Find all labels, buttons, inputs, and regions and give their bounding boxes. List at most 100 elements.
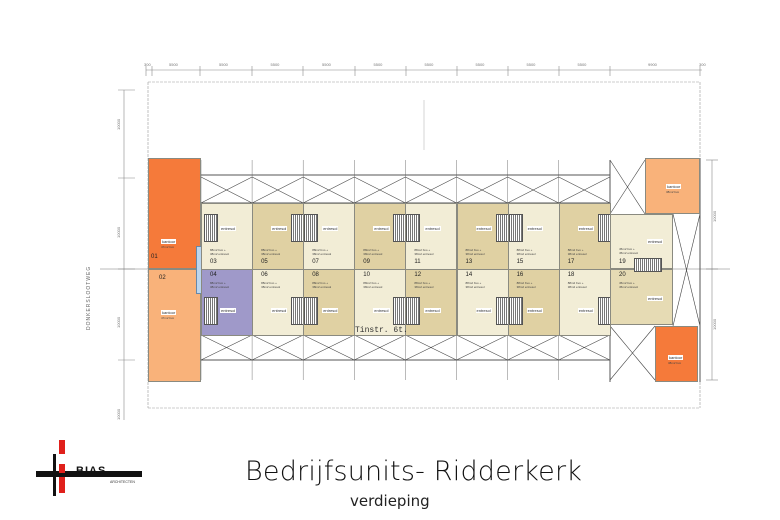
unit-number: 12 (414, 272, 422, 278)
dimension-label: 5500 (169, 62, 178, 67)
sheet-title: Bedrijfsunits- Ridderkerk (245, 456, 583, 487)
unit-number: 14 (465, 272, 473, 278)
unit-09: entresol 88m2 bvo + 38m2 entresol 09 (354, 203, 408, 270)
unit-12: entresol 88m2 bvo + 38m2 entresol 12 (405, 269, 458, 336)
logo-subtext: ARCHITECTEN (110, 480, 135, 484)
unit-06: entresol 88m2 bvo + 38m2 entresol 06 (252, 269, 306, 336)
office-02-number: 02 (159, 275, 166, 281)
unit-13: entresol 88m2 bvo + 38m2 entresol 13 (456, 203, 510, 270)
unit-label: entresol (424, 308, 441, 313)
unit-05: entresol 88m2 bvo + 38m2 entresol 05 (252, 203, 306, 270)
unit-16: entresol 88m2 bvo + 38m2 entresol 16 (507, 269, 560, 336)
stair-icon (304, 214, 319, 242)
bracing-x (456, 334, 508, 361)
unit-entresol-area: 38m2 entresol (516, 252, 536, 256)
unit-20-label: entresol (647, 296, 664, 301)
unit-label: entresol (271, 308, 288, 313)
unit-number: 15 (516, 259, 524, 265)
stair-icon (406, 214, 421, 242)
stair-icon (304, 297, 319, 325)
dimension-label: 10000 (116, 316, 121, 328)
bracing-x (456, 176, 508, 204)
unit-number: 18 (567, 272, 575, 278)
unit-area: 88m2 bvo + (363, 281, 380, 285)
unit-19-number: 19 (619, 259, 626, 265)
unit-area: 88m2 bvo + (312, 248, 328, 252)
dimension-label: 5500 (373, 62, 383, 67)
logo-text: BIAS (76, 465, 107, 477)
bracing-x (672, 213, 701, 327)
unit-19-label: entresol (647, 239, 664, 244)
office-01: kantoor 47m2 bvo 01 (148, 158, 201, 269)
bracing-x (507, 176, 559, 204)
unit-04: entresol 88m2 bvo + 38m2 entresol 04 (201, 269, 253, 336)
office-01-number: 01 (151, 254, 158, 260)
unit-label: entresol (220, 226, 237, 231)
dimension-label: 300 (699, 62, 706, 67)
dimension-label: 5500 (526, 62, 536, 67)
unit-entresol-area: 38m2 entresol (261, 252, 281, 256)
dimension-label: 5500 (219, 62, 228, 67)
unit-entresol-area: 38m2 entresol (363, 285, 383, 289)
unit-number: 13 (465, 259, 473, 265)
office-right-bottom-label: kantoor (668, 355, 684, 360)
sheet-subtitle: verdieping (350, 492, 430, 510)
dimension-label: 300 (144, 62, 151, 67)
unit-area: 88m2 bvo + (414, 248, 431, 252)
unit-number: 04 (210, 272, 217, 278)
office-02-label: kantoor (161, 310, 177, 315)
unit-number: 08 (312, 272, 319, 278)
bracing-x (200, 176, 253, 204)
unit-20-entresol-area: 45m2 entresol (619, 285, 639, 289)
stair-icon (508, 214, 523, 242)
unit-entresol-area: 38m2 entresol (465, 252, 485, 256)
unit-number: 17 (567, 259, 575, 265)
unit-area: 88m2 bvo + (567, 248, 584, 252)
unit-label: entresol (322, 308, 339, 313)
unit-area: 88m2 bvo + (210, 281, 226, 285)
unit-area: 88m2 bvo + (516, 248, 533, 252)
unit-label: entresol (220, 308, 237, 313)
bias-logo: BIAS ARCHITECTEN (36, 440, 146, 500)
office-right-top-label: kantoor (666, 184, 682, 189)
unit-entresol-area: 38m2 entresol (210, 252, 230, 256)
unit-number: 03 (210, 259, 217, 265)
unit-entresol-area: 38m2 entresol (567, 285, 587, 289)
unit-14: entresol 88m2 bvo + 38m2 entresol 14 (456, 269, 510, 336)
dimension-label: 5500 (270, 62, 280, 67)
unit-entresol-area: 38m2 entresol (312, 252, 332, 256)
bracing-x (558, 176, 610, 204)
unit-area: 88m2 bvo + (465, 281, 482, 285)
unit-entresol-area: 38m2 entresol (414, 252, 434, 256)
dimension-label: 10000 (116, 118, 121, 130)
office-right-bottom-area: 38m2 bvo (668, 361, 682, 365)
office-02-area: 47m2 bvo (161, 316, 175, 320)
unit-07: entresol 88m2 bvo + 38m2 entresol 07 (303, 203, 356, 270)
stair-icon (204, 214, 218, 242)
bracing-x (200, 334, 253, 361)
stair-icon (508, 297, 523, 325)
dimension-label: 9900 (648, 62, 657, 67)
dimension-label: 5500 (475, 62, 485, 67)
stair-icon (204, 297, 218, 325)
unit-label: entresol (373, 226, 390, 231)
unit-entresol-area: 38m2 entresol (363, 252, 383, 256)
unit-label: entresol (373, 308, 390, 313)
unit-20: 20 45m2 bvo + 45m2 entresol entresol (610, 269, 673, 325)
unit-number: 10 (363, 272, 370, 278)
office-01-area: 47m2 bvo (161, 245, 175, 249)
unit-03: entresol 88m2 bvo + 38m2 entresol 03 (201, 203, 253, 270)
unit-19-entresol-area: 45m2 entresol (619, 251, 639, 255)
unit-label: entresol (475, 308, 492, 313)
bracing-x (303, 334, 355, 361)
unit-area: 88m2 bvo + (516, 281, 533, 285)
unit-entresol-area: 38m2 entresol (414, 285, 434, 289)
office-right-top-area: 38m2 bvo (666, 190, 680, 194)
unit-label: entresol (526, 308, 543, 313)
unit-label: entresol (424, 226, 441, 231)
dimension-label: 10000 (116, 226, 121, 238)
dimension-label: 10000 (116, 408, 121, 420)
unit-10: entresol 88m2 bvo + 38m2 entresol 10 (354, 269, 408, 336)
bracing-x (405, 334, 457, 361)
